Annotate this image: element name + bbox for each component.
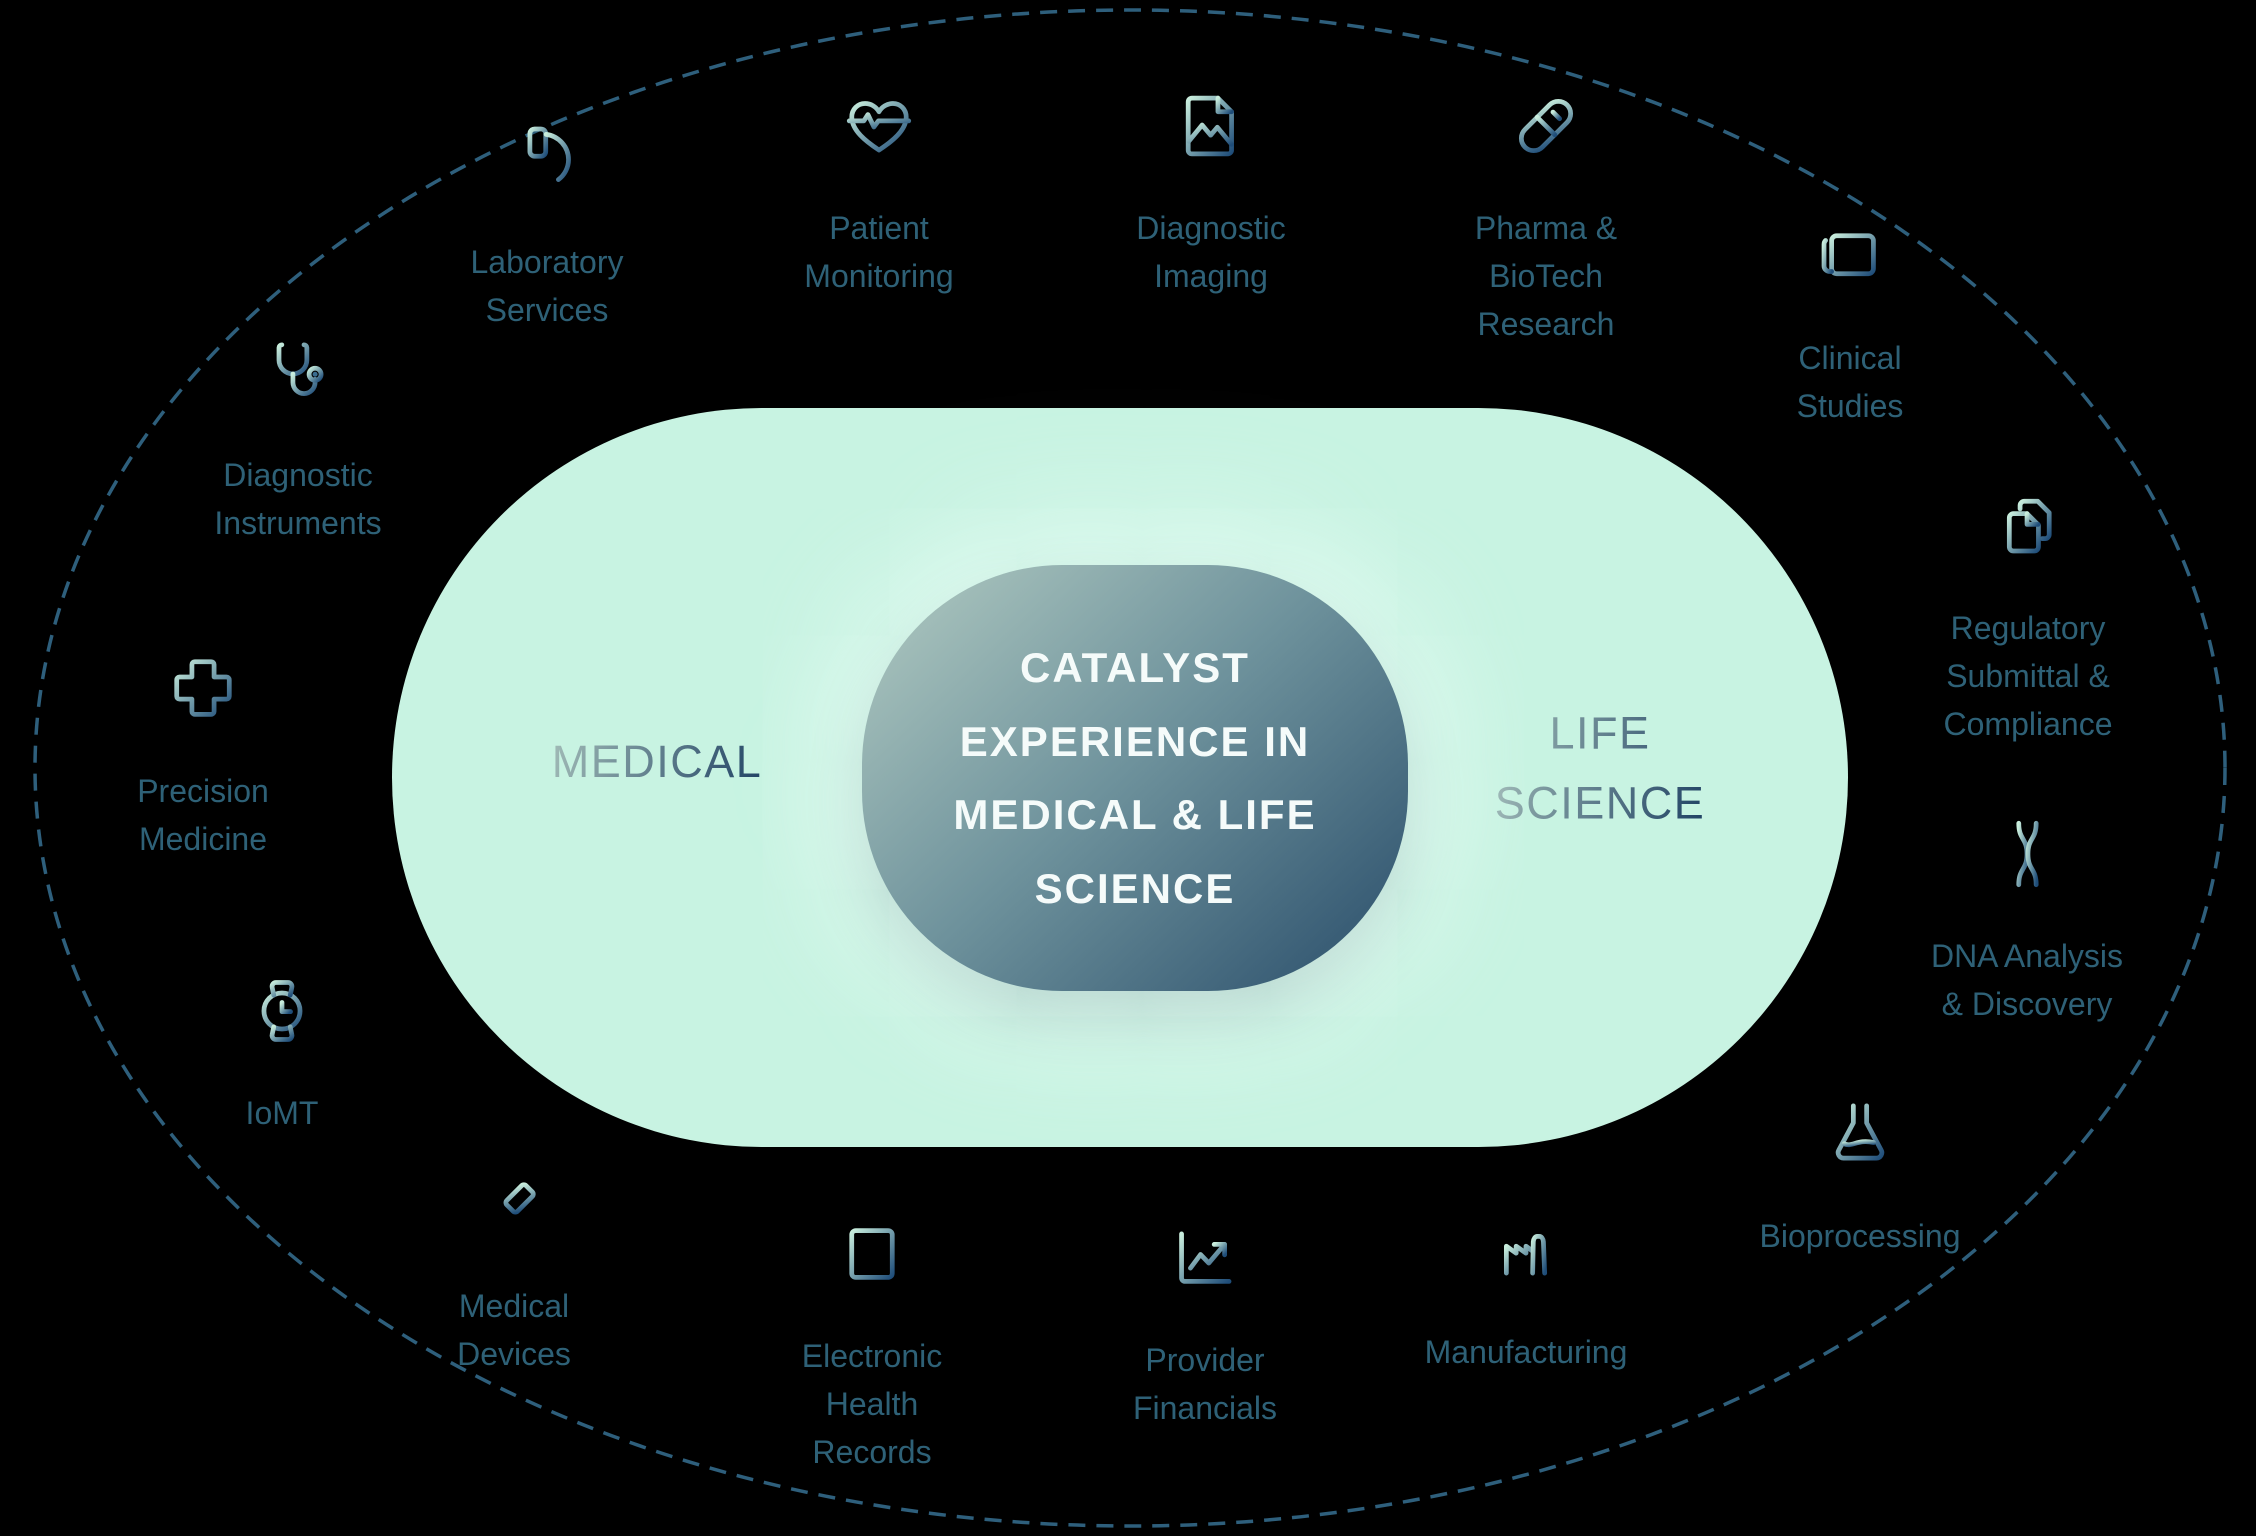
- item-label: Manufacturing: [1424, 1334, 1628, 1370]
- item-label: IoMT: [245, 1095, 319, 1131]
- item-pharma-biotech-research: Pharma & BioTech Research: [1381, 88, 1711, 348]
- center-title: CATALYST EXPERIENCE IN MEDICAL & LIFE SC…: [953, 644, 1317, 912]
- item-label: Clinical Studies: [1796, 340, 1904, 424]
- item-patient-monitoring: Patient Monitoring: [714, 88, 1044, 300]
- item-bioprocessing: Bioprocessing: [1695, 1096, 2025, 1260]
- medical-label: MEDICAL: [552, 727, 763, 797]
- heart-pulse-icon: [841, 88, 917, 164]
- item-medical-devices: Medical Devices: [349, 1166, 679, 1378]
- item-label: Regulatory Submittal & Compliance: [1943, 610, 2113, 742]
- life-science-label: LIFE SCIENCE: [1495, 698, 1706, 838]
- medical-cross-icon: [165, 651, 241, 727]
- microscope-icon: [509, 122, 585, 198]
- item-label: Precision Medicine: [137, 773, 269, 857]
- item-label: Bioprocessing: [1759, 1218, 1961, 1254]
- item-label: Electronic Health Records: [801, 1338, 943, 1470]
- item-dna-analysis-discovery: DNA Analysis & Discovery: [1862, 816, 2192, 1028]
- item-label: Laboratory Services: [470, 244, 624, 328]
- newspaper-icon: [1812, 218, 1888, 294]
- item-label: DNA Analysis & Discovery: [1930, 938, 2124, 1022]
- dna-icon: [1989, 816, 2065, 892]
- item-label: Provider Financials: [1132, 1342, 1278, 1426]
- syringe-icon: [476, 1166, 552, 1242]
- book-icon: [834, 1216, 910, 1292]
- item-laboratory-services: Laboratory Services: [382, 122, 712, 334]
- center-capsule: CATALYST EXPERIENCE IN MEDICAL & LIFE SC…: [862, 565, 1408, 991]
- item-clinical-studies: Clinical Studies: [1685, 218, 2015, 430]
- item-electronic-health-records: Electronic Health Records: [707, 1216, 1037, 1476]
- item-label: Medical Devices: [457, 1288, 571, 1372]
- image-file-icon: [1173, 88, 1249, 164]
- documents-icon: [1990, 488, 2066, 564]
- item-iomt: IoMT: [117, 973, 447, 1137]
- item-label: Patient Monitoring: [804, 210, 954, 294]
- flask-icon: [1822, 1096, 1898, 1172]
- item-precision-medicine: Precision Medicine: [38, 651, 368, 863]
- pill-icon: [1508, 88, 1584, 164]
- item-regulatory-submittal-compliance: Regulatory Submittal & Compliance: [1863, 488, 2193, 748]
- stethoscope-icon: [260, 335, 336, 411]
- smartwatch-icon: [244, 973, 320, 1049]
- item-diagnostic-instruments: Diagnostic Instruments: [133, 335, 463, 547]
- item-label: Pharma & BioTech Research: [1474, 210, 1618, 342]
- item-label: Diagnostic Imaging: [1136, 210, 1286, 294]
- chart-growth-icon: [1167, 1220, 1243, 1296]
- item-diagnostic-imaging: Diagnostic Imaging: [1046, 88, 1376, 300]
- item-label: Diagnostic Instruments: [214, 457, 382, 541]
- item-manufacturing: Manufacturing: [1361, 1212, 1691, 1376]
- item-provider-financials: Provider Financials: [1040, 1220, 1370, 1432]
- factory-icon: [1488, 1212, 1564, 1288]
